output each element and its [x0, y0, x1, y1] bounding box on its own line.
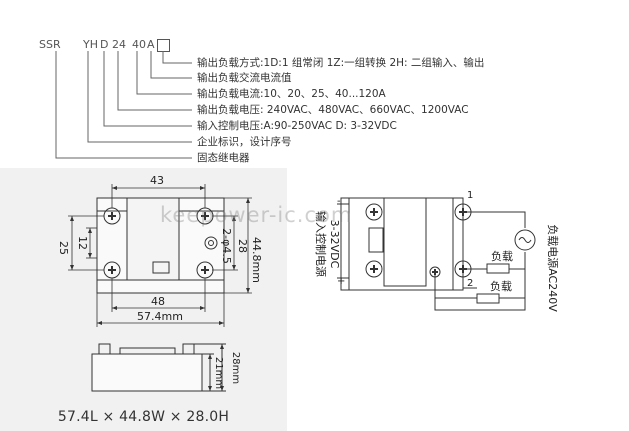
input-voltage-label: 3-32VDC	[328, 220, 341, 269]
dim-side-total: 28mm	[230, 352, 241, 384]
desc-ac-current-type: 输出负载交流电流值	[197, 72, 292, 84]
dim-top-width: 43	[150, 174, 164, 187]
dim-hole-spacing-v: 28	[236, 239, 249, 253]
source-label: 负载电源AC240V	[546, 224, 560, 312]
load-2-label: 负载	[490, 279, 512, 293]
dim-hole-spec: 2-φ4.5	[220, 228, 233, 264]
wiring-diagram: 输入控制电源 3-32VDC - + 1 2 负载 负载 负载电源AC240V	[314, 190, 560, 312]
dim-side-body: 21mm	[213, 357, 224, 389]
dim-left-inner: 12	[76, 236, 89, 250]
dim-height-right: 44.8mm	[250, 237, 263, 283]
code-40: 40	[132, 38, 146, 51]
terminal-1-label: 1	[467, 190, 473, 201]
desc-company-id: 企业标识，设计序号	[197, 136, 292, 148]
desc-load-current: 输出负载电流:10、20、25、40...120A	[197, 88, 386, 100]
input-minus: -	[337, 196, 341, 207]
dim-hole-spacing-h: 48	[151, 295, 165, 308]
input-power-label: 输入控制电源	[314, 211, 328, 277]
dim-left-outer: 25	[57, 241, 70, 255]
code-ssr: SSR	[39, 38, 61, 51]
desc-load-voltage: 输出负载电压: 240VAC、480VAC、660VAC、1200VAC	[197, 104, 469, 116]
desc-output-mode: 输出负载方式:1D:1 组常闭 1Z:一组转换 2H: 二组输入、输出	[197, 57, 485, 69]
load-1-label: 负载	[491, 249, 513, 263]
code-d: D	[100, 38, 109, 51]
dimension-caption: 57.4L × 44.8W × 28.0H	[57, 409, 230, 425]
code-yh: YH	[83, 38, 98, 51]
code-connector-lines	[55, 51, 192, 159]
dim-total-width: 57.4mm	[137, 310, 183, 323]
terminal-2-label: 2	[467, 278, 473, 289]
watermark: keepower-ic.com	[160, 203, 353, 227]
dimension-drawing: 43 44.8mm 28 2-φ4.5 25 12 48 57.4mm 28mm…	[57, 174, 263, 392]
input-plus: +	[337, 276, 345, 287]
code-a: A	[147, 38, 155, 51]
code-24: 24	[112, 38, 126, 51]
desc-ssr: 固态继电器	[197, 152, 250, 164]
desc-input-voltage: 输入控制电压:A:90-250VAC D: 3-32VDC	[197, 120, 397, 132]
